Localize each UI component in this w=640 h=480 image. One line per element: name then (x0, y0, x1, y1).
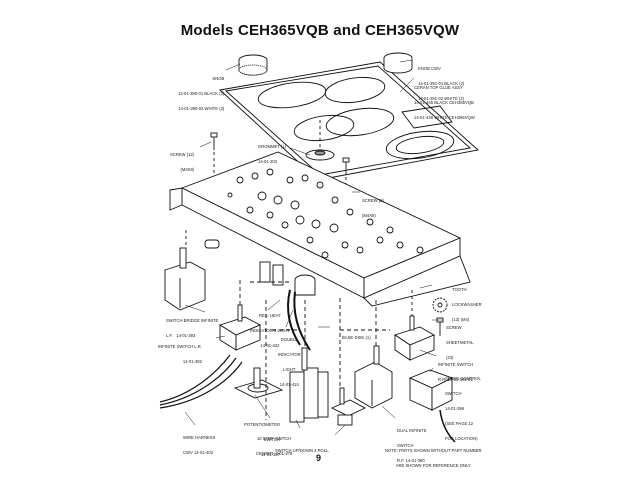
label-speed-control: Speed Control Switch 14-01-396 (See Page… (445, 376, 481, 441)
dual-infinite-switch (354, 345, 393, 409)
label-wire-harness: Wire Harness CWV 14-01-402 (183, 435, 216, 455)
tooth-lockwasher (432, 297, 448, 313)
label-step-switch: 10 Step Switch Center 4-01-378 (256, 436, 293, 456)
label-switch-up-down: Switch Up/Down 2 Poll. (275, 448, 330, 453)
label-knob-cwv: Knob CWV 14-01-391-01 Black (2) 14-01-39… (418, 66, 465, 101)
guide-lines (239, 280, 390, 420)
label-base-disk: Base-Disk (1) (342, 335, 371, 340)
switch-bridge-left (164, 230, 206, 311)
label-infinite-switch-rr: Infinite Switch R.R. 14-01-393-01 (438, 362, 474, 382)
label-screw-left: Screw (12) (M4x8) (170, 152, 195, 172)
chassis-holes (204, 168, 424, 259)
indicator-lights (259, 261, 316, 296)
knob-right (383, 52, 413, 74)
grommet (305, 120, 335, 161)
infinite-switch-rr (393, 290, 436, 361)
label-double-indicator: Double Indicator Light 14-01-424 (278, 337, 301, 387)
label-screw-right: Screw (8) (M4x8) (362, 198, 384, 218)
knob-left (238, 54, 268, 76)
chassis-box (169, 151, 471, 307)
page-number: 9 (316, 453, 322, 463)
infinite-switch-lr (218, 304, 262, 351)
potentiometer-switch (233, 367, 284, 399)
label-res-heat-light: Res. Heat Indicator-3 Light 14-01-422 (250, 313, 290, 348)
label-potentiometer: Potentiometer Switch 14-01-397 (244, 422, 281, 457)
screw-left (210, 132, 218, 195)
ceran-top-glass (219, 61, 479, 181)
label-switch-bridge: Switch Bridge Infinite L.F. 14-01-393 (166, 318, 219, 338)
label-infinite-switch-lr: Infinite Switch L.R. 14-01-392 (158, 344, 202, 364)
speed-control-switch (408, 369, 454, 411)
page-title: Models CEH365VQB and CEH365VQW (180, 22, 460, 39)
screw-sheetmetal (436, 317, 444, 336)
ten-step-switch (289, 347, 329, 423)
label-tooth-lockwasher: Tooth Lockwasher (13) (M4) (452, 287, 482, 322)
leader-lines (184, 59, 443, 436)
label-ceran-top: Ceran Top Glue Assy 14-01-445 Black CEH3… (414, 85, 475, 120)
label-screw-sheetmetal: Screw Sheetmetal (23) (446, 325, 474, 360)
speed-control-wire (439, 409, 456, 443)
label-grommet: Grommet (1) 14-01-203 (258, 144, 287, 164)
label-dual-infinite: Dual Infinite Switch R.F. 14-01-380 (397, 428, 427, 463)
wire-harness (159, 354, 243, 409)
reference-note: Note: Parts shown without part number ar… (385, 448, 482, 468)
label-knob-left: Knob 14-01-390-01 Black (3) 14-01-390-02… (178, 76, 225, 111)
